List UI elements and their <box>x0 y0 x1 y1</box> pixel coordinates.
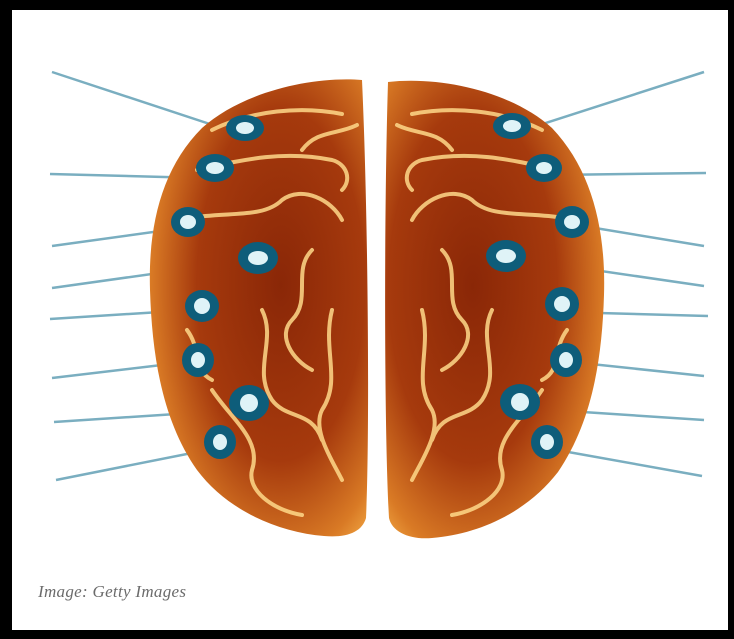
electrode-icon <box>493 113 531 139</box>
electrode-icon <box>204 425 236 459</box>
brain-illustration <box>12 10 728 630</box>
electrode-icon <box>486 240 526 272</box>
electrode-icon <box>550 343 582 377</box>
electrode-icon <box>526 154 562 182</box>
electrode-icon <box>500 384 540 420</box>
electrode-icon <box>555 206 589 238</box>
electrode-icon <box>182 343 214 377</box>
electrode-icon <box>196 154 234 182</box>
electrode-icon <box>531 425 563 459</box>
electrode-icon <box>171 207 205 237</box>
electrode-icon <box>229 385 269 421</box>
electrode-icon <box>545 287 579 321</box>
image-panel: Image: Getty Images <box>12 10 728 630</box>
electrode-icon <box>185 290 219 322</box>
image-credit: Image: Getty Images <box>38 582 186 602</box>
electrode-icon <box>226 115 264 141</box>
electrode-icon <box>238 242 278 274</box>
